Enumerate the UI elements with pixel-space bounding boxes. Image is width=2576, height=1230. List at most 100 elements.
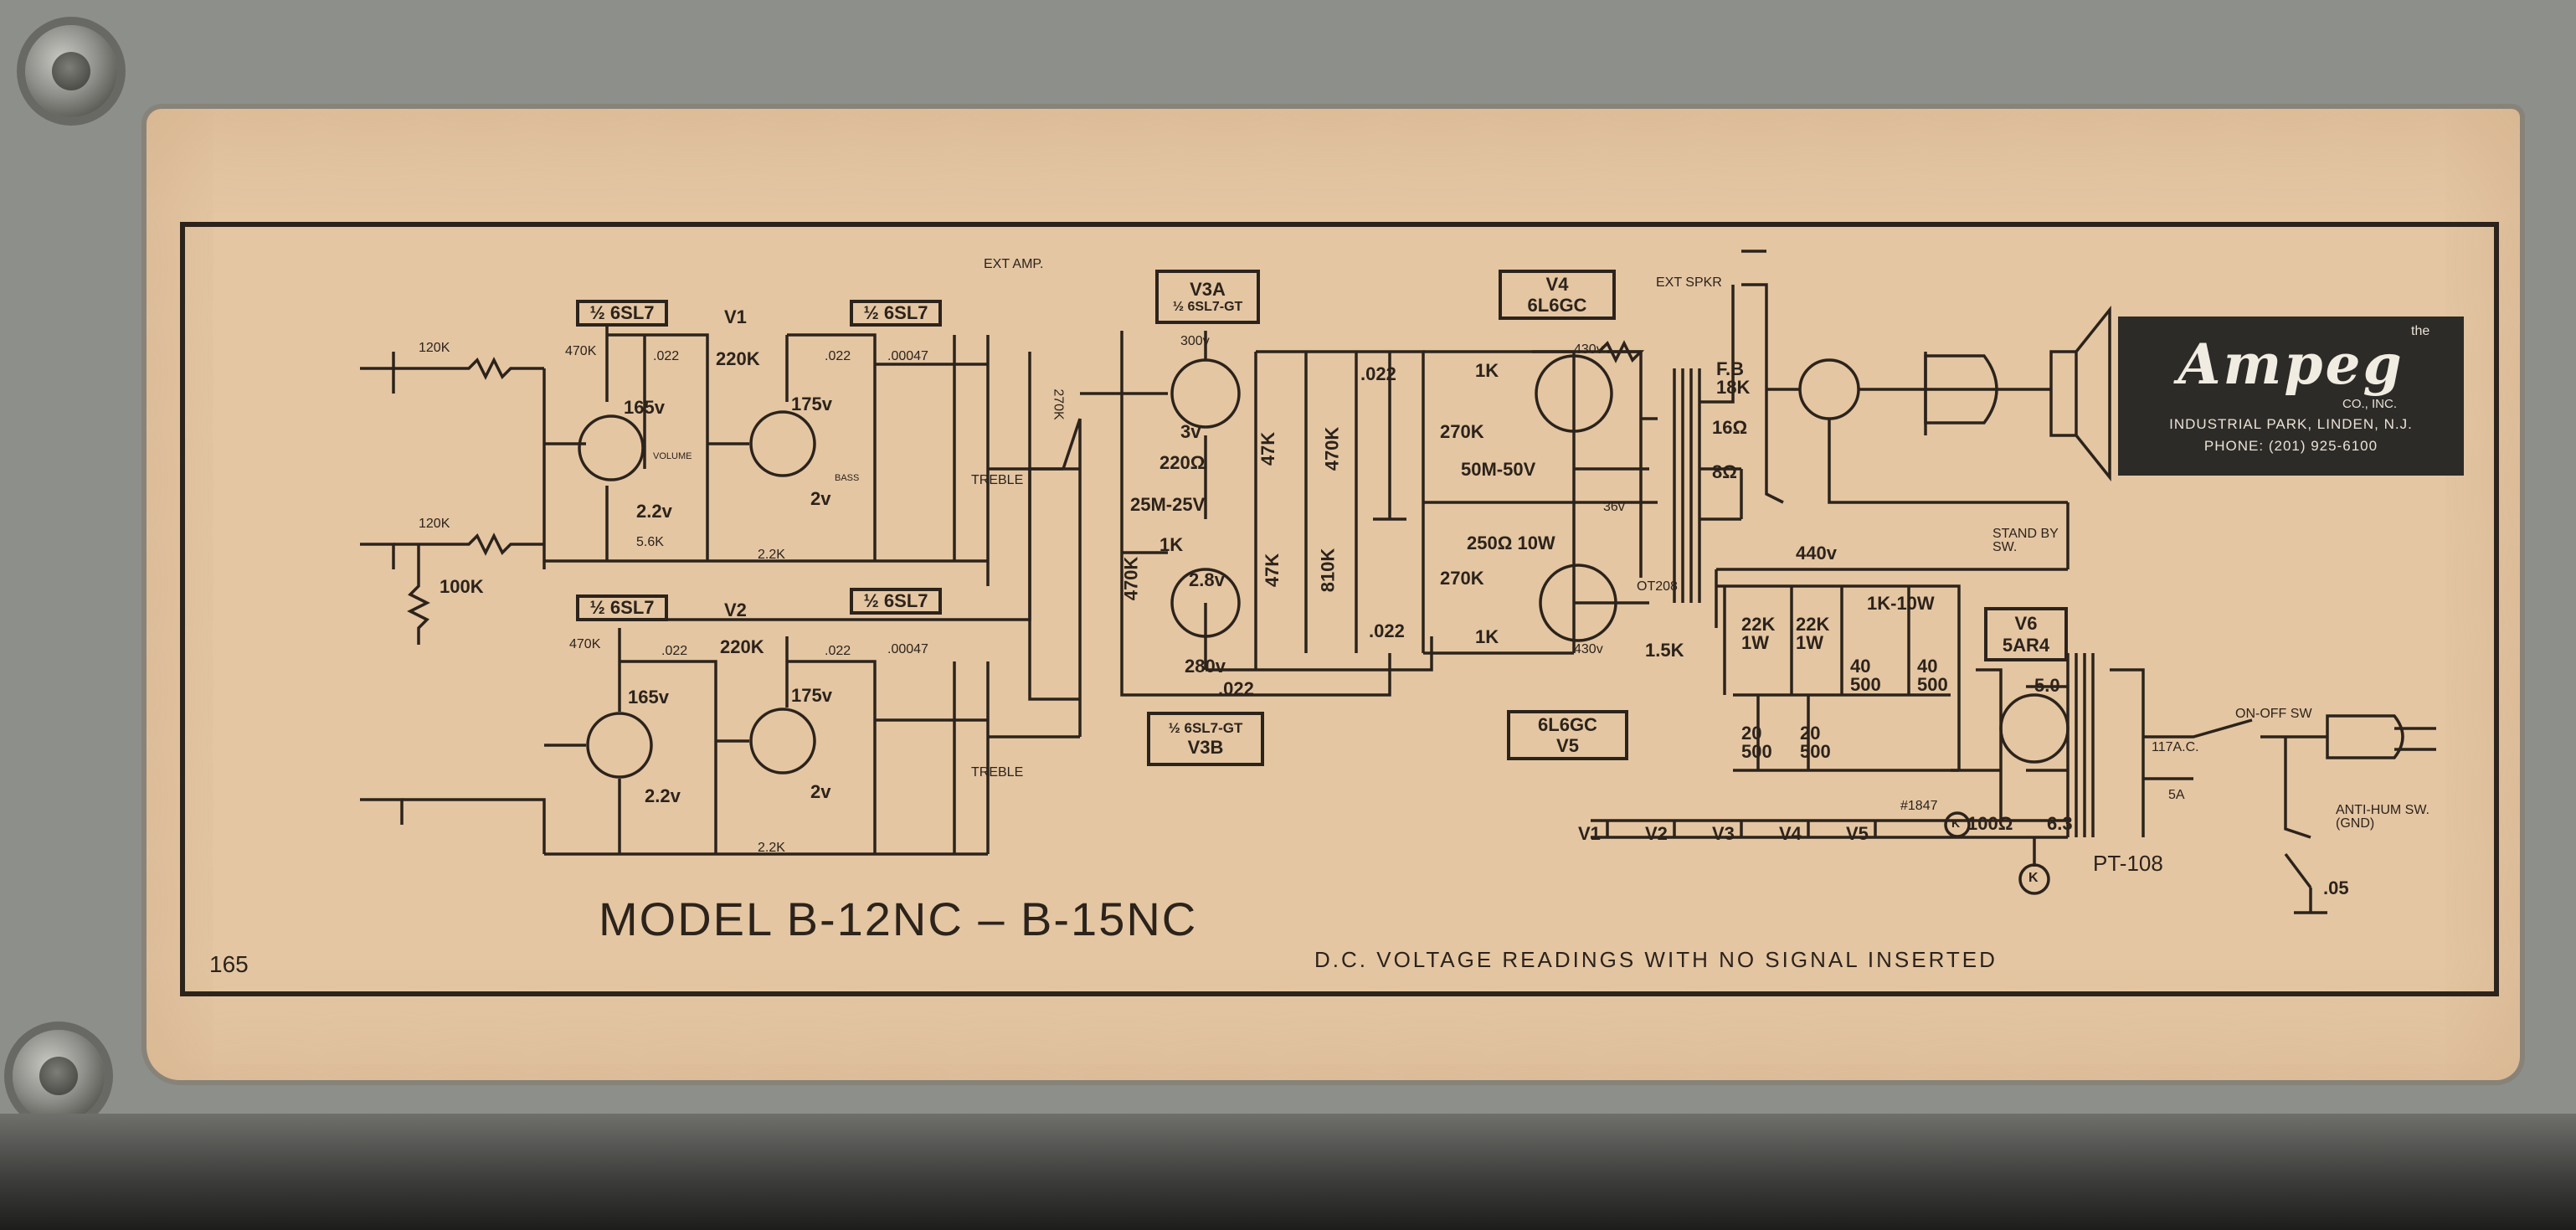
tube-v5-name: V5 [1556,735,1579,756]
tube-label-half-6sl7-c: ½ 6SL7 [576,594,668,621]
value-r220k-a: 220K [716,348,760,369]
wire-in-2 [393,533,544,556]
value-r100k: 100K [440,576,484,597]
value-c20-b: 20 500 [1800,723,1831,762]
value-r270k-in: 270K [1051,389,1066,420]
tube-v5 [1539,564,1617,642]
logo-co: CO., INC. [2342,397,2397,411]
anti-hum-label: ANTI-HUM SW. (GND) [2336,803,2429,831]
model-title: MODEL B-12NC – B-15NC [599,893,1198,945]
speaker-jack [1798,358,1860,420]
value-r2200: 220Ω [1159,452,1206,473]
chassis-rail [0,1114,2576,1230]
on-off-label: ON-OFF SW [2235,707,2312,721]
logo-the: the [2411,324,2430,338]
value-c00047-a: .00047 [887,349,928,363]
value-v3: 3v [1180,421,1201,442]
filament-lamp-label: #1847 [1900,799,1938,813]
tube-v4-name: V4 [1545,273,1569,295]
tube-label-v1: V1 [724,306,747,327]
tube-v1a [578,414,645,481]
volume-label-1: VOLUME [653,451,692,461]
value-r120k-b: 120K [419,517,450,531]
input-jack-3 [360,798,404,825]
bass-label-1: BASS [835,473,860,483]
value-c022-g: .022 [1218,678,1254,699]
value-v28: 2.8v [1189,569,1225,590]
tube-v3b [1170,568,1241,638]
v4-stage [1423,340,1658,605]
tube-v1b [749,410,816,477]
speaker-plug [1924,354,1998,425]
value-c00047-b: .00047 [887,642,928,656]
value-r22k-b: 2.2K [758,841,785,855]
value-v175-a: 175v [791,394,832,414]
filament-v2: V2 [1645,823,1668,844]
value-v63: 6.3 [2047,813,2073,834]
pi-coupling [1120,350,1576,697]
value-c05: .05 [2323,877,2349,898]
tube-box-v3a: V3A ½ 6SL7-GT [1155,270,1260,324]
value-v165-b: 165v [628,687,669,708]
schematic-label-paper [147,109,2520,1080]
output-transformer-label: OT208 [1637,579,1678,594]
value-c25: 25M-25V [1130,494,1206,515]
value-fb: F.B 18K [1716,358,1751,398]
chassis-screw-bottom-left [13,1030,105,1122]
value-c022-d: .022 [825,644,851,658]
value-r1k10w: 1K-10W [1867,593,1935,614]
wire-100k [407,544,430,645]
tube-v3a [1170,358,1241,429]
value-r470k-a: 470K [565,344,597,358]
value-r22k-a: 2.2K [758,548,785,562]
tube-box-v3b: ½ 6SL7-GT V3B [1147,712,1264,766]
value-c022-b: .022 [825,349,851,363]
filament-v3: V3 [1712,823,1735,844]
value-v36: 36v [1603,500,1625,514]
mains-wiring [2143,718,2327,914]
value-c50: 50M-50V [1461,459,1536,480]
power-transformer [2066,653,2145,837]
value-v2-b: 2v [810,781,831,802]
value-v2-a: 2v [810,488,831,509]
output-secondary [1699,250,1784,521]
value-v430-b: 430v [1574,642,1603,656]
tube-v2b [749,708,816,775]
tube-label-half-6sl7-b: ½ 6SL7 [850,300,942,327]
treble-label-1: TREBLE [971,473,1024,487]
pilot-lamp-label: K [1951,816,1961,830]
value-v430-a: 430v [1574,342,1603,357]
value-c022-f: .022 [1369,620,1405,641]
value-v175-b: 175v [791,685,832,706]
mix-bus [1028,352,1122,737]
value-r1k-c: 1K [1475,626,1499,647]
fuse-label: 5A [2168,788,2185,802]
mains-label: 117A.C. [2152,740,2199,754]
value-r15k: 1.5K [1645,640,1684,661]
ext-spkr-label: EXT SPKR [1656,275,1722,290]
value-v440: 440v [1796,543,1837,564]
speaker-cone [2049,306,2111,481]
wire-in-1 [393,357,544,380]
input-jack-2 [360,543,395,569]
logo-phone: PHONE: (201) 925-6100 [2203,438,2378,454]
input-jack-1 [360,352,395,394]
value-r47k-b: 47K [1262,553,1283,588]
tube-v4 [1535,354,1613,433]
value-r270k-a: 270K [1440,421,1484,442]
tube-v3a-type: ½ 6SL7-GT [1172,299,1243,314]
filament-v1: V1 [1578,823,1601,844]
pilot-lamp [1944,811,1971,838]
tube-label-half-6sl7-a: ½ 6SL7 [576,300,668,327]
tube-box-v6: V6 5AR4 [1984,607,2068,661]
filter-bus [1716,584,1961,772]
speaker-wires [1766,352,2068,504]
value-r270k-b: 270K [1440,568,1484,589]
value-r1k-b: 1K [1475,360,1499,381]
value-v22-a: 2.2v [636,501,672,522]
tube-box-v4: V4 6L6GC [1499,270,1616,320]
value-r470k-b: 470K [569,637,601,651]
v2b-stage [716,636,1080,854]
